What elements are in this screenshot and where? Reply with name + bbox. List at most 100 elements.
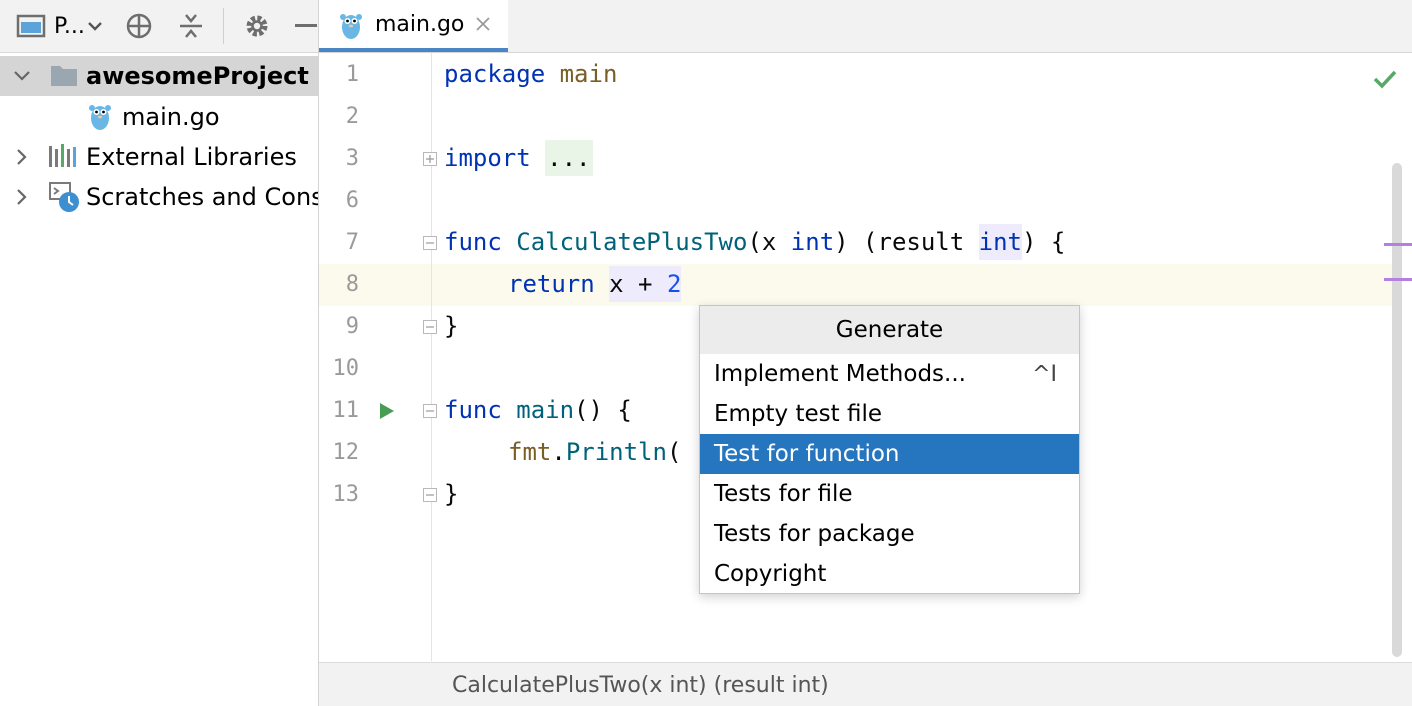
return-expression: x + 2 <box>609 266 682 302</box>
code-text: . <box>551 438 566 466</box>
function-name: Println <box>565 438 667 466</box>
menu-item-label: Copyright <box>714 561 827 587</box>
editor-tab-strip: main.go <box>319 0 1412 53</box>
project-view-label: P... <box>54 13 85 39</box>
line-number: 1 <box>345 62 359 87</box>
collapse-icon[interactable] <box>174 10 208 42</box>
menu-item-empty-test-file[interactable]: Empty test file <box>700 394 1079 434</box>
menu-item-tests-for-package[interactable]: Tests for package <box>700 514 1079 554</box>
code-text: x + <box>609 270 667 298</box>
check-icon[interactable] <box>1373 69 1397 93</box>
code-text: (x <box>747 228 791 256</box>
number-literal: 2 <box>666 270 682 298</box>
chevron-right-icon[interactable] <box>12 187 32 207</box>
tree-item-label: main.go <box>122 103 220 131</box>
fold-collapse-icon[interactable] <box>423 404 437 418</box>
scratches-icon <box>48 181 82 215</box>
line-number: 6 <box>345 188 359 213</box>
type-name-highlighted: int <box>978 224 1023 260</box>
tree-item-scratches[interactable]: Scratches and Consoles <box>0 177 318 217</box>
menu-item-label: Tests for file <box>714 481 853 507</box>
keyword: import <box>444 144 531 172</box>
line-number: 9 <box>345 314 359 339</box>
menu-item-test-for-function[interactable]: Test for function <box>700 434 1079 474</box>
fold-end-icon[interactable] <box>423 320 437 334</box>
tree-item-label: External Libraries <box>86 143 297 171</box>
package-name: fmt <box>508 438 552 466</box>
menu-item-copyright[interactable]: Copyright <box>700 554 1079 594</box>
generate-popup: Generate Implement Methods... ^I Empty t… <box>699 305 1080 594</box>
menu-item-tests-for-file[interactable]: Tests for file <box>700 474 1079 514</box>
keyword: func <box>444 396 502 424</box>
tree-item-label: awesomeProject <box>86 62 309 90</box>
close-icon[interactable] <box>473 14 493 34</box>
line-number: 3 <box>345 146 359 171</box>
keyword: package <box>444 60 546 88</box>
minimize-icon[interactable] <box>292 10 318 42</box>
code-line-3: import ... <box>444 140 593 176</box>
function-name: main <box>516 396 575 424</box>
menu-item-label: Tests for package <box>714 521 915 547</box>
tab-main-go[interactable]: main.go <box>319 0 508 52</box>
code-text: ) { <box>1022 228 1066 256</box>
menu-item-label: Implement Methods... <box>714 361 966 387</box>
project-view-selector[interactable]: P... <box>54 10 103 42</box>
line-number: 11 <box>332 398 360 423</box>
line-number: 12 <box>332 440 360 465</box>
tree-item-main-go[interactable]: main.go <box>0 97 318 137</box>
folder-icon <box>50 64 78 88</box>
chevron-down-icon <box>87 17 103 36</box>
fold-collapse-icon[interactable] <box>423 236 437 250</box>
package-name: main <box>559 60 618 88</box>
fold-end-icon[interactable] <box>423 488 437 502</box>
popup-title: Generate <box>700 306 1079 354</box>
code-text: ( <box>666 438 682 466</box>
menu-item-label: Empty test file <box>714 401 882 427</box>
code-line-12: fmt.Println( <box>508 438 681 466</box>
type-name: int <box>790 228 835 256</box>
breadcrumb-signature[interactable]: CalculatePlusTwo(x int) (result int) <box>452 673 829 698</box>
error-stripe-marker[interactable] <box>1384 278 1412 281</box>
breadcrumb-bar: CalculatePlusTwo(x int) (result int) <box>319 662 1412 706</box>
gutter-separator <box>431 53 432 661</box>
error-stripe-marker[interactable] <box>1384 243 1412 246</box>
current-line-highlight <box>319 264 1392 306</box>
fold-expand-icon[interactable] <box>423 152 437 166</box>
code-line-13: } <box>444 480 459 508</box>
code-line-11: func main() { <box>444 396 632 424</box>
crosshair-icon[interactable] <box>122 10 156 42</box>
chevron-right-icon[interactable] <box>12 147 32 167</box>
gear-icon[interactable] <box>240 10 274 42</box>
menu-item-label: Test for function <box>714 441 900 467</box>
folded-imports[interactable]: ... <box>545 140 593 176</box>
tree-item-external-libraries[interactable]: External Libraries <box>0 137 318 177</box>
code-line-1: package main <box>444 60 617 88</box>
run-icon[interactable] <box>378 401 396 425</box>
go-file-icon <box>88 101 112 133</box>
go-file-icon <box>339 10 363 46</box>
menu-item-implement-methods[interactable]: Implement Methods... ^I <box>700 354 1079 394</box>
code-text: () { <box>574 396 632 424</box>
tree-item-label: Scratches and Consoles <box>86 183 319 211</box>
project-toolbar: P... <box>0 0 318 53</box>
tab-label: main.go <box>375 12 465 37</box>
line-number: 8 <box>345 272 359 297</box>
line-number: 7 <box>345 230 359 255</box>
code-line-9: } <box>444 312 459 340</box>
project-panel: P... awesomeProject main.g <box>0 0 319 706</box>
code-line-8: return x + 2 <box>508 266 682 302</box>
code-text: ) (result <box>834 228 979 256</box>
keyword: func <box>444 228 502 256</box>
tree-item-awesomeproject[interactable]: awesomeProject <box>0 56 318 96</box>
menu-item-shortcut: ^I <box>1032 361 1057 387</box>
code-area[interactable]: 1 2 3 6 7 8 9 10 11 12 13 package main <box>319 53 1412 661</box>
line-number: 2 <box>345 104 359 129</box>
line-number: 10 <box>332 356 360 381</box>
panel-icon[interactable] <box>14 10 48 42</box>
chevron-down-icon[interactable] <box>12 66 32 86</box>
code-line-7: func CalculatePlusTwo(x int) (result int… <box>444 224 1066 260</box>
keyword: return <box>508 270 595 298</box>
function-name: CalculatePlusTwo <box>516 228 748 256</box>
editor: main.go 1 2 3 6 7 8 9 10 11 12 13 <box>319 0 1412 706</box>
vertical-scrollbar[interactable] <box>1392 163 1402 657</box>
